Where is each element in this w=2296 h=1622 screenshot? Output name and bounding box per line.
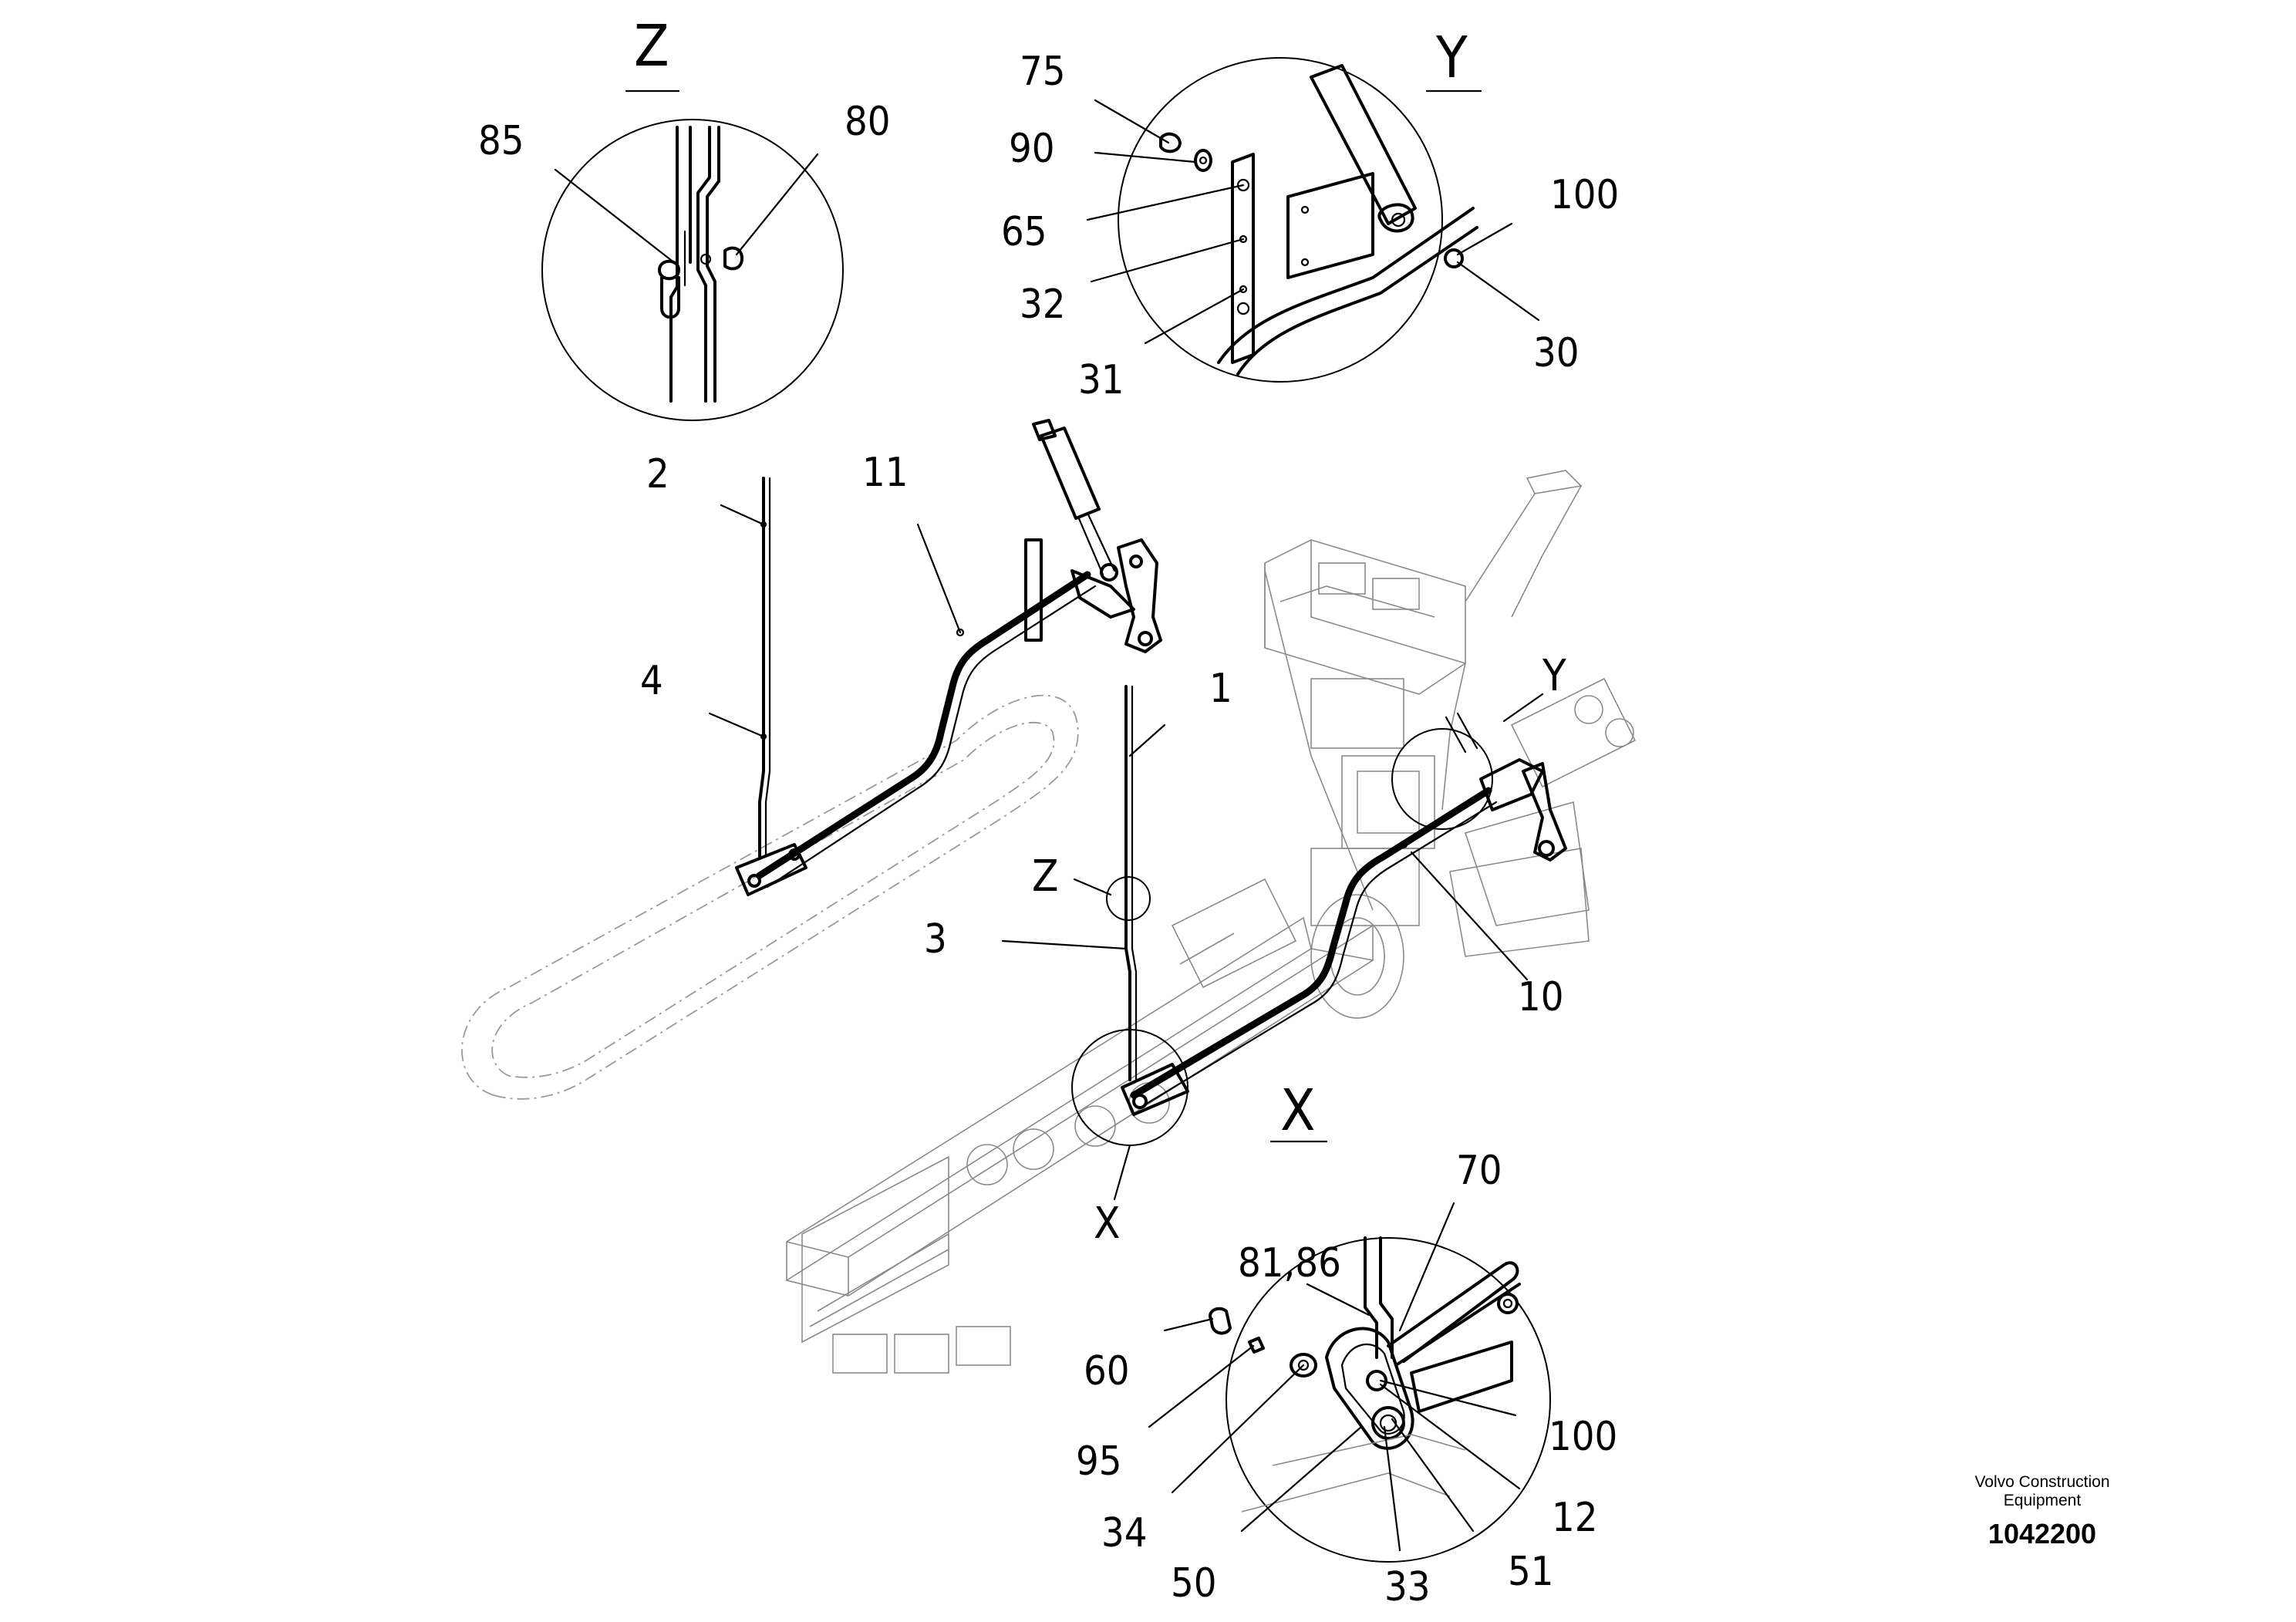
callout-34: 34	[1101, 1510, 1148, 1556]
central-frame	[1171, 470, 1637, 1019]
callout-30: 30	[1533, 330, 1580, 376]
callout-x: X	[1094, 1199, 1121, 1249]
callout-100-x: 100	[1549, 1414, 1617, 1460]
detail-y-locator	[1391, 728, 1493, 830]
callout-75: 75	[1020, 49, 1066, 95]
callout-z: Z	[1032, 851, 1059, 902]
view-label-z: Z	[634, 13, 669, 79]
company-name-line1: Volvo Construction	[1974, 1473, 2110, 1491]
drawing-number: 1042200	[1988, 1518, 2097, 1549]
callout-95: 95	[1076, 1438, 1122, 1485]
callout-4: 4	[640, 658, 663, 704]
callout-100: 100	[1550, 172, 1619, 218]
callout-33: 33	[1384, 1564, 1431, 1610]
hose-10	[1121, 712, 1567, 1116]
callout-81-86: 81,86	[1238, 1240, 1341, 1286]
title-block: Volvo Construction Equipment 1042200	[1934, 1473, 2150, 1550]
callout-2: 2	[646, 451, 669, 497]
rod-1-3	[1124, 685, 1138, 1081]
main-callouts: 2 11 4 1 Y Z 3 10 X	[640, 450, 1566, 1249]
callout-y: Y	[1542, 651, 1566, 701]
callout-32: 32	[1020, 282, 1066, 328]
view-label-x: X	[1280, 1077, 1316, 1144]
callout-12: 12	[1552, 1495, 1598, 1541]
company-name-line2: Equipment	[2003, 1492, 2082, 1509]
callout-60: 60	[1084, 1348, 1130, 1394]
callout-31: 31	[1078, 357, 1124, 403]
callout-70: 70	[1456, 1148, 1502, 1194]
main-assembly	[735, 419, 1567, 1116]
detail-z-locator	[1106, 876, 1151, 921]
callout-50: 50	[1171, 1560, 1217, 1607]
undercarriage-beam	[784, 916, 1375, 1374]
rod-2-4	[758, 477, 771, 858]
detail-z: Z 85 80	[478, 13, 891, 421]
callout-11: 11	[862, 450, 909, 496]
callout-1: 1	[1209, 666, 1232, 712]
view-label-y: Y	[1435, 25, 1468, 91]
detail-x: X 70 81,86 60 95 34	[1076, 1077, 1617, 1610]
crawler-track-outline	[461, 694, 1079, 1100]
callout-85: 85	[478, 118, 524, 164]
callout-10: 10	[1518, 974, 1564, 1020]
callout-3: 3	[924, 916, 947, 963]
hose-11	[735, 419, 1162, 896]
detail-y: Y 75 90 65 32 31 100	[1001, 25, 1619, 403]
callout-51: 51	[1508, 1549, 1554, 1595]
callout-90: 90	[1009, 126, 1055, 172]
machine-frame-background	[461, 470, 1637, 1374]
callout-80: 80	[845, 99, 891, 145]
callout-65: 65	[1001, 209, 1047, 255]
